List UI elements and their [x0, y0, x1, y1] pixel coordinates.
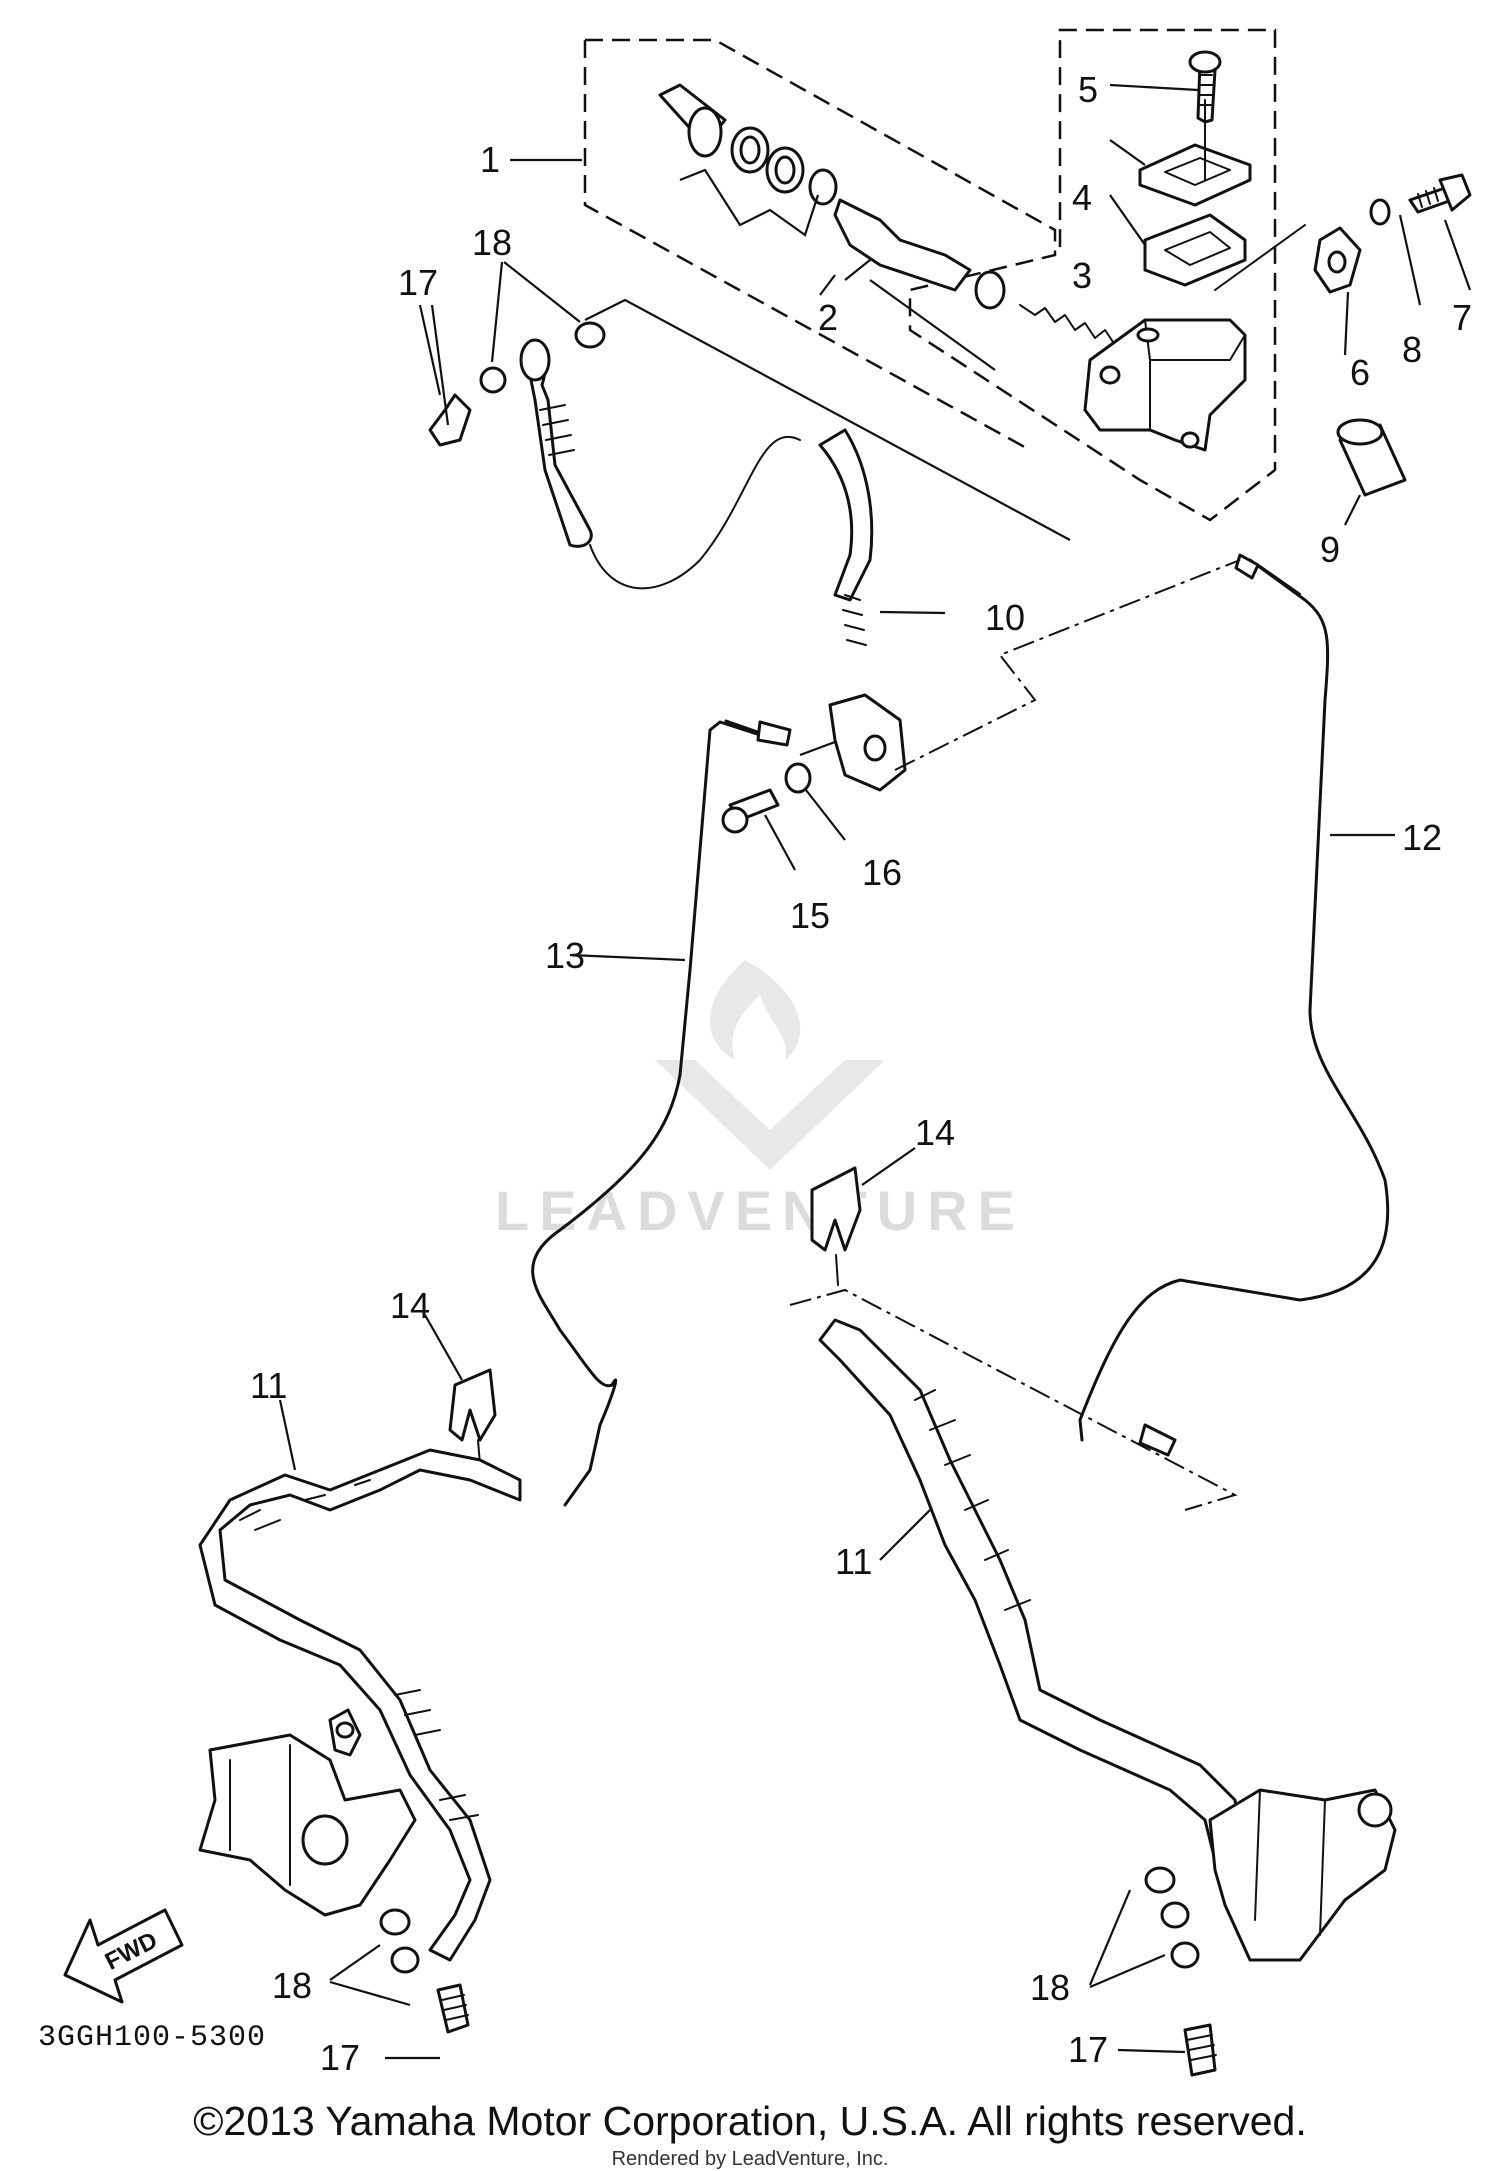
master-cylinder-body	[1083, 318, 1247, 452]
callout-14-left: 14	[390, 1285, 430, 1326]
callout-17-top: 17	[398, 262, 438, 303]
brake-hose-10	[818, 428, 946, 646]
brake-hose-11-left	[198, 1399, 522, 1962]
leadventure-watermark: LEADVENTURE	[495, 960, 1025, 1242]
rendered-by-note: Rendered by LeadVenture, Inc.	[611, 2148, 889, 2170]
callout-17-bottom-right: 17	[1068, 2029, 1108, 2070]
kit-boundary-dashed-left	[583, 40, 1031, 452]
callout-13: 13	[545, 935, 585, 976]
reservoir-cap	[1138, 143, 1252, 207]
brake-pipe-13	[531, 720, 762, 1507]
callout-18-bottom-right: 18	[1030, 1967, 1070, 2008]
copyright-notice: ©2013 Yamaha Motor Corporation, U.S.A. A…	[193, 2098, 1307, 2144]
hose-clip-14-right	[810, 1147, 916, 1286]
callout-18-top: 18	[472, 222, 512, 263]
brake-hose-11-right	[818, 1318, 1242, 1862]
callout-8: 8	[1402, 329, 1422, 370]
upper-banjo-hose	[428, 321, 801, 590]
callout-labels: 1 2 3 4 5 6 7 8 9 10 11 11 12 13 14 14 1…	[250, 69, 1472, 2078]
diaphragm	[1143, 213, 1247, 287]
callout-2: 2	[818, 297, 838, 338]
callout-18-bottom-left: 18	[272, 1965, 312, 2006]
hose-clip-14-left	[424, 1314, 497, 1466]
brake-joint	[799, 693, 907, 792]
callout-11-right: 11	[835, 1541, 872, 1582]
piston-kit-parts	[658, 83, 1116, 346]
callout-15: 15	[790, 895, 830, 936]
caliper-right	[1144, 1788, 1397, 2077]
callout-5: 5	[1078, 69, 1098, 110]
callout-11-left: 11	[250, 1365, 287, 1406]
diagram-code: 3GGH100-5300	[38, 2021, 266, 2055]
callout-9: 9	[1320, 529, 1340, 570]
callout-14-right: 14	[915, 1112, 955, 1153]
callout-16: 16	[862, 852, 902, 893]
callout-12: 12	[1402, 817, 1442, 858]
washer-16	[784, 762, 812, 794]
washer-8	[1369, 198, 1391, 226]
caliper-left	[198, 1708, 470, 2034]
callout-3: 3	[1072, 255, 1092, 296]
callout-4: 4	[1072, 177, 1092, 218]
fwd-arrow-icon: FWD	[63, 1908, 184, 2004]
brake-pipe-12	[1078, 558, 1390, 1442]
callout-7: 7	[1452, 297, 1472, 338]
callout-17-bottom-left: 17	[320, 2037, 360, 2078]
callout-6: 6	[1350, 352, 1370, 393]
callout-1: 1	[480, 139, 500, 180]
callout-10: 10	[985, 597, 1025, 638]
watermark-text: LEADVENTURE	[495, 1179, 1025, 1242]
kit-boundary-dashed	[585, 28, 1277, 522]
lever-boot	[1336, 418, 1407, 497]
